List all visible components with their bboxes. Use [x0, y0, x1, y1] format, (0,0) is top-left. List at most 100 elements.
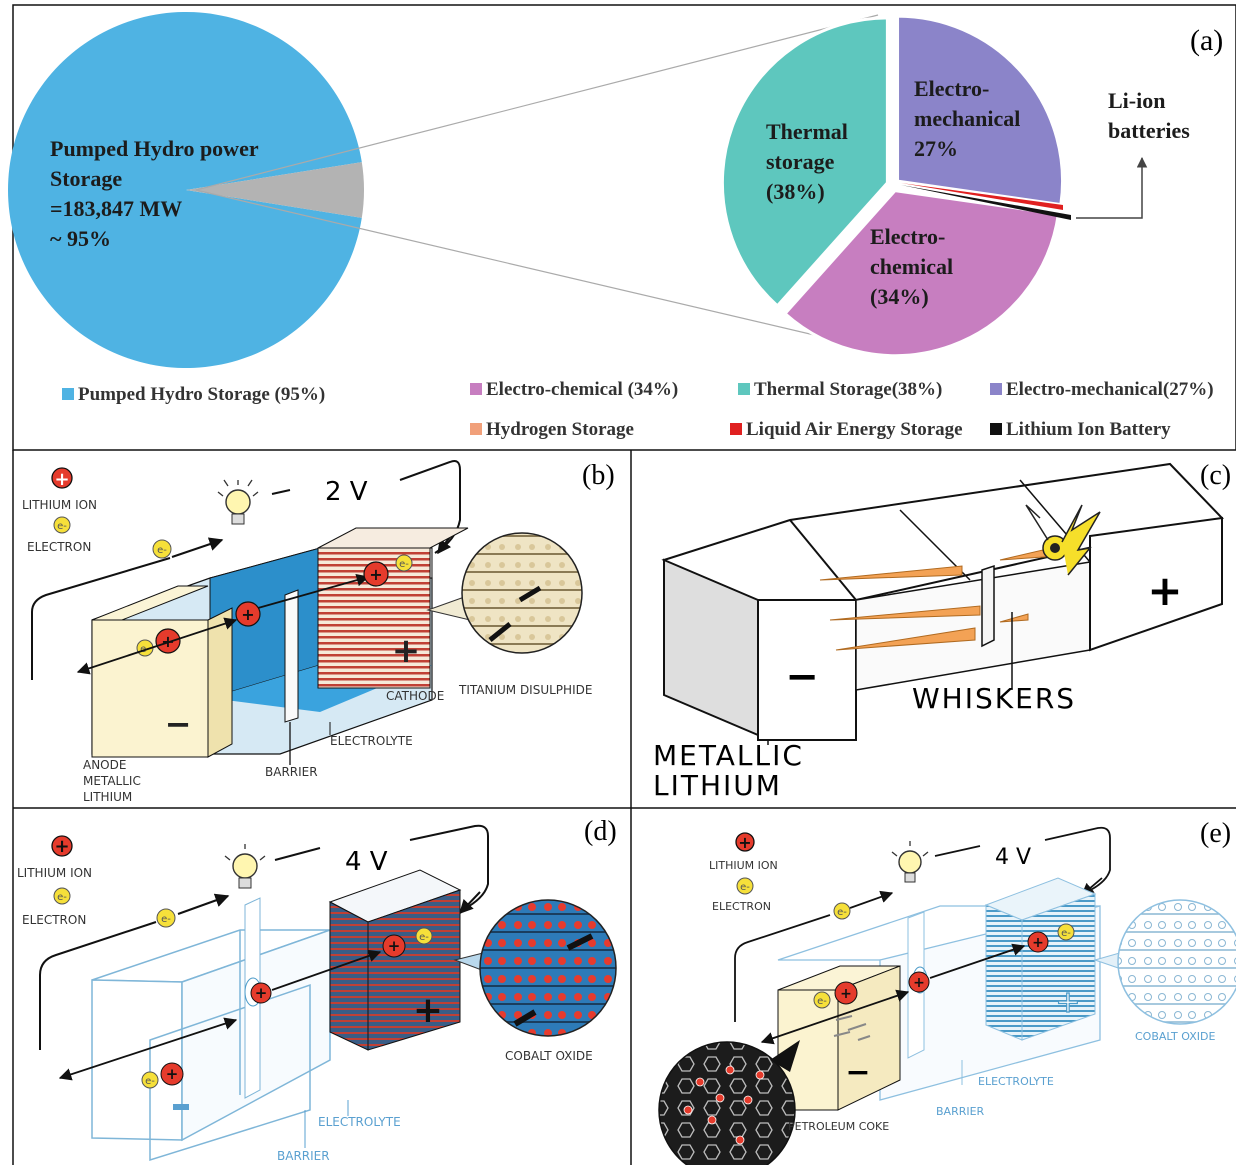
voltage-label: 4 V — [995, 845, 1031, 870]
liion-label-line2: batteries — [1108, 118, 1190, 143]
legend-electron: ELECTRON — [712, 900, 771, 913]
svg-text:+: + — [413, 990, 443, 1031]
label-electrolyte: ELECTROLYTE — [318, 1115, 401, 1129]
ion-legend-icon: + — [51, 835, 73, 857]
pie-slice-electro-mechanical — [896, 14, 1065, 207]
pumped-label-line2: Storage — [50, 166, 122, 191]
svg-text:+: + — [54, 836, 69, 857]
svg-text:e-: e- — [1061, 928, 1071, 939]
svg-text:e-: e- — [817, 996, 827, 1007]
legend-label-liquid-air: Liquid Air Energy Storage — [746, 419, 963, 440]
panel-b-tag: (b) — [582, 460, 615, 491]
svg-text:e-: e- — [740, 882, 750, 893]
svg-text:+: + — [1147, 566, 1182, 615]
legend-label-pumped: Pumped Hydro Storage (95%) — [78, 384, 325, 405]
material-zoom-circle — [479, 899, 617, 1037]
pie-slice-pumped-hydro — [8, 11, 362, 369]
legend-label-electro-chemical: Electro-chemical (34%) — [486, 379, 678, 400]
lightbulb-icon — [224, 844, 266, 889]
electron-legend-icon: e- — [53, 516, 71, 534]
electron-legend-icon: e- — [736, 877, 754, 895]
svg-text:+: + — [1032, 935, 1044, 951]
panel-a-legend: Pumped Hydro Storage (95%) Electro-chemi… — [62, 379, 1214, 440]
pie-slice-electro-chemical — [782, 189, 1061, 358]
pumped-label-line1: Pumped Hydro power — [50, 136, 259, 161]
pumped-label-line3: =183,847 MW — [50, 196, 182, 221]
ion-legend-icon: + — [51, 467, 73, 490]
label-lithium: LITHIUM — [653, 769, 782, 802]
legend-swatch-electro-mechanical — [990, 383, 1002, 395]
label-electrolyte: ELECTROLYTE — [330, 734, 413, 748]
svg-text:+: + — [913, 975, 925, 991]
panel-d: (d) + LITHIUM ION e- ELECTRON 4 V e- — [17, 816, 617, 1163]
electro-chem-label-line2: chemical — [870, 254, 953, 279]
liion-pointer-arrow — [1076, 156, 1148, 219]
svg-text:e-: e- — [399, 559, 409, 570]
lightbulb-icon — [217, 479, 259, 525]
electro-mech-label-line3: 27% — [914, 136, 958, 161]
label-barrier: BARRIER — [936, 1105, 985, 1118]
svg-text:e-: e- — [837, 907, 847, 918]
legend-electron: ELECTRON — [22, 913, 86, 927]
short-circuit-spark-icon — [1025, 504, 1101, 576]
svg-text:e-: e- — [57, 892, 67, 903]
label-anode-line2: METALLIC — [83, 774, 141, 788]
svg-text:+: + — [388, 937, 401, 955]
liion-label-line1: Li-ion — [1108, 88, 1165, 113]
thermal-label-line3: (38%) — [766, 179, 825, 204]
pie-slice-lithium-ion-sliver — [901, 185, 1071, 220]
electro-mech-label-line1: Electro- — [914, 76, 989, 101]
svg-text:−: − — [785, 654, 819, 700]
material-zoom-circle — [1117, 899, 1236, 1025]
svg-text:+: + — [1055, 985, 1080, 1020]
legend-label-thermal: Thermal Storage(38%) — [754, 379, 942, 400]
material-zoom-circle — [461, 532, 583, 654]
label-barrier: BARRIER — [265, 765, 318, 779]
legend-label-lithium-ion: Lithium Ion Battery — [1006, 419, 1171, 440]
panel-e: (e) + LITHIUM ION e- ELECTRON 4 V e- — [658, 818, 1236, 1165]
zoom-line-bottom — [195, 189, 879, 351]
pie-slice-liquid-air-sliver — [901, 183, 1063, 210]
legend-label-hydrogen: Hydrogen Storage — [486, 419, 634, 440]
cathode-block: + — [984, 877, 1097, 1041]
svg-text:+: + — [54, 469, 69, 490]
pumped-label-line4: ~ 95% — [50, 226, 111, 251]
electro-chem-label-line3: (34%) — [870, 284, 929, 309]
svg-text:e-: e- — [57, 521, 67, 532]
svg-text:+: + — [392, 631, 421, 671]
pie-slice-thermal-storage — [720, 16, 889, 308]
cathode-block: + — [328, 869, 462, 1051]
svg-text:e-: e- — [161, 914, 171, 925]
zoom-line-top — [195, 14, 879, 191]
pie-slice-other-storage — [186, 162, 364, 218]
ion-legend-icon: + — [735, 832, 755, 852]
svg-text:+: + — [166, 1065, 179, 1083]
legend-lithium-ion: LITHIUM ION — [22, 498, 97, 512]
legend-electron: ELECTRON — [27, 540, 91, 554]
panel-d-tag: (d) — [584, 816, 617, 847]
electron-legend-icon: e- — [53, 887, 71, 905]
thermal-label-line1: Thermal — [766, 119, 848, 144]
legend-swatch-lithium-ion — [990, 423, 1002, 435]
panel-c-tag: (c) — [1200, 460, 1231, 491]
panel-e-tag: (e) — [1200, 818, 1231, 849]
legend-swatch-electro-chemical — [470, 383, 482, 395]
label-electrolyte: ELECTROLYTE — [978, 1075, 1054, 1088]
panel-a: (a) Pumped Hydro power Storage =183,847 … — [8, 11, 1223, 440]
svg-text:+: + — [255, 984, 268, 1002]
thermal-label-line2: storage — [766, 149, 835, 174]
svg-text:+: + — [840, 986, 852, 1002]
electro-mech-label-line2: mechanical — [914, 106, 1020, 131]
panel-c: (c) − + WHISKERS METALLIC — [653, 460, 1231, 802]
main-pie-chart — [8, 11, 364, 369]
label-anode-line3: LITHIUM — [83, 790, 132, 804]
breakout-pie-chart — [720, 14, 1071, 358]
svg-text:+: + — [738, 833, 751, 852]
label-cathode: CATHODE — [386, 689, 444, 703]
legend-lithium-ion: LITHIUM ION — [17, 866, 92, 880]
label-barrier: BARRIER — [277, 1149, 330, 1163]
label-anode-line1: ANODE — [83, 758, 126, 772]
legend-swatch-thermal — [738, 383, 750, 395]
panel-a-tag: (a) — [1190, 24, 1223, 57]
legend-swatch-liquid-air — [730, 423, 742, 435]
